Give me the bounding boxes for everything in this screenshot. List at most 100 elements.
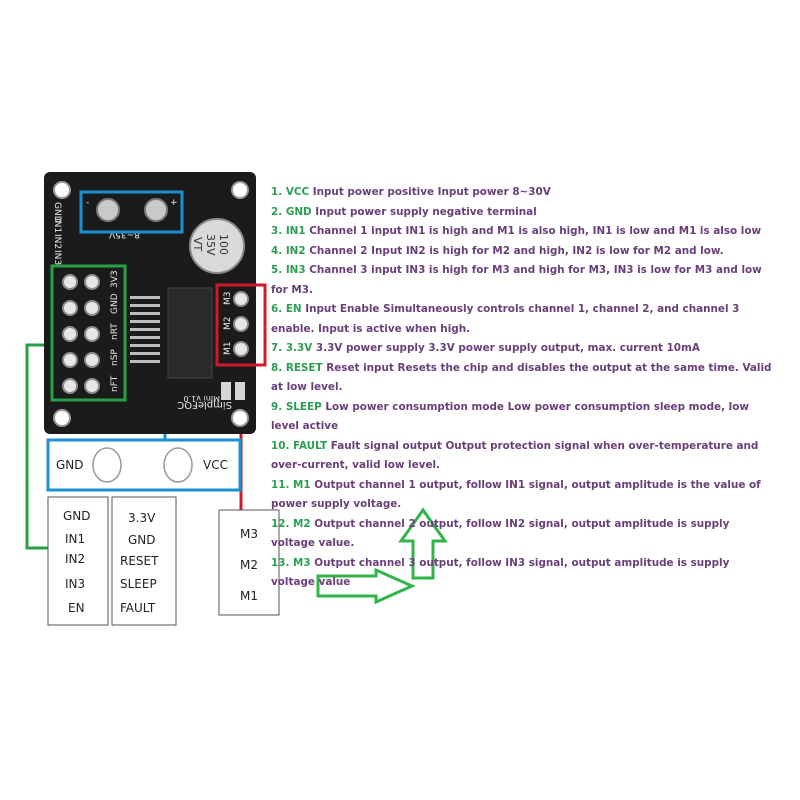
power-pad-vcc <box>144 198 168 222</box>
description-text: Input power positive Input power 8~30V <box>312 186 551 198</box>
power-box-gnd-label: GND <box>56 458 84 472</box>
description-num: 5. <box>271 264 283 276</box>
silk-gnd: GND <box>52 202 62 223</box>
description-num: 13. <box>271 556 290 569</box>
silk-in3: IN3 <box>52 250 62 265</box>
left-pin-box <box>47 496 109 626</box>
left-pin-en: EN <box>68 601 85 615</box>
left-pin-in3: IN3 <box>65 577 85 591</box>
silk-in1: IN1 <box>52 218 62 233</box>
description-num: 2. <box>271 205 283 218</box>
smd-part-1 <box>221 382 231 400</box>
description-num: 3. <box>271 225 283 237</box>
description-item: 7. 3.3V 3.3V power supply 3.3V power sup… <box>271 339 776 359</box>
description-text: Channel 3 input IN3 is high for M3 and h… <box>271 264 762 296</box>
left-pin-in1: IN1 <box>65 532 85 546</box>
voltage-silk: 8~35V <box>108 229 140 239</box>
description-num: 8. <box>271 361 283 374</box>
mount-hole-bottom-right <box>231 409 249 427</box>
description-num: 9. <box>271 400 283 413</box>
description-text: Output channel 1 output, follow IN1 sign… <box>271 478 761 511</box>
description-name: IN1 <box>285 225 306 237</box>
description-item: 11. M1 Output channel 1 output, follow I… <box>271 476 776 515</box>
description-item: 5. IN3 Channel 3 input IN3 is high for M… <box>271 261 776 300</box>
capacitor-label-3: VT <box>191 237 204 252</box>
description-name: RESET <box>285 361 323 374</box>
arrow-up <box>398 507 448 580</box>
mount-hole-top-left <box>53 181 71 199</box>
description-text: Reset input Resets the chip and disables… <box>271 361 772 394</box>
description-item: 10. FAULT Fault signal output Output pro… <box>271 437 776 476</box>
description-text: Input Enable Simultaneously controls cha… <box>271 303 740 335</box>
silk-m3: M3 <box>223 292 233 306</box>
left-pin-in2: IN2 <box>65 552 85 566</box>
description-num: 10. <box>271 439 290 452</box>
chip-pins <box>130 296 160 363</box>
arrow-right <box>316 567 416 605</box>
silk-nrt: nRT <box>110 323 120 340</box>
description-name: M2 <box>293 517 311 530</box>
highlight-motor-pads <box>215 283 267 367</box>
pin-description-list: 1. VCC Input power positive Input power … <box>271 183 776 593</box>
mount-hole-top-right <box>231 181 249 199</box>
description-name: M3 <box>293 556 311 569</box>
power-box-frame <box>46 438 242 492</box>
description-num: 7. <box>271 342 283 354</box>
description-name: IN3 <box>285 264 306 276</box>
power-silk-minus: - <box>86 198 89 208</box>
silk-gnd-header: GND <box>110 293 120 314</box>
motor-pin-m1: M1 <box>240 589 258 603</box>
middle-pin-3v3: 3.3V <box>128 511 156 525</box>
middle-pin-gnd: GND <box>128 533 156 547</box>
description-name: SLEEP <box>285 400 322 413</box>
middle-pin-reset: RESET <box>120 554 159 568</box>
motor-pin-box <box>218 509 280 616</box>
description-item: 1. VCC Input power positive Input power … <box>271 183 776 203</box>
description-text: Output channel 3 output, follow IN3 sign… <box>271 556 730 589</box>
description-item: 2. GND Input power supply negative termi… <box>271 203 776 223</box>
description-item: 12. M2 Output channel 2 output, follow I… <box>271 515 776 554</box>
power-pad-gnd <box>96 198 120 222</box>
middle-pin-fault: FAULT <box>120 601 156 615</box>
description-name: GND <box>285 205 312 218</box>
highlight-header-pins <box>50 264 127 402</box>
description-item: 4. IN2 Channel 2 Input IN2 is high for M… <box>271 242 776 262</box>
description-text: Output channel 2 output, follow IN2 sign… <box>271 517 730 550</box>
left-pin-gnd: GND <box>63 509 91 523</box>
description-text: Channel 1 input IN1 is high and M1 is al… <box>309 225 762 237</box>
description-item: 6. EN Input Enable Simultaneously contro… <box>271 300 776 339</box>
description-item: 8. RESET Reset input Resets the chip and… <box>271 359 776 398</box>
middle-pin-box <box>111 496 177 626</box>
motor-pin-m3: M3 <box>240 527 258 541</box>
header-pins <box>62 274 100 394</box>
power-box-vcc-hole <box>163 447 193 483</box>
description-num: 11. <box>271 478 290 491</box>
silk-m2: M2 <box>223 317 233 331</box>
silk-nft: nFT <box>110 375 120 392</box>
description-text: 3.3V power supply 3.3V power supply outp… <box>315 342 700 354</box>
driver-chip <box>167 287 213 379</box>
description-name: EN <box>285 303 302 315</box>
green-connector-line <box>25 343 52 550</box>
description-num: 1. <box>271 186 283 198</box>
power-box: GND VCC <box>46 438 242 492</box>
capacitor <box>189 218 245 274</box>
description-num: 12. <box>271 517 290 530</box>
silk-in2: IN2 <box>52 234 62 249</box>
description-text: Channel 2 Input IN2 is high for M2 and h… <box>309 244 724 257</box>
capacitor-label-1: 100 <box>217 234 230 255</box>
power-box-vcc-label: VCC <box>203 458 228 472</box>
description-name: VCC <box>285 186 310 198</box>
description-num: 6. <box>271 303 283 315</box>
description-name: M1 <box>293 478 311 491</box>
description-name: IN2 <box>285 244 306 257</box>
smd-part-2 <box>235 382 245 400</box>
motor-pin-m2: M2 <box>240 558 258 572</box>
mount-hole-bottom-left <box>53 409 71 427</box>
middle-pin-sleep: SLEEP <box>120 577 157 591</box>
motor-pads <box>233 291 249 357</box>
highlight-power-terminals <box>79 190 184 234</box>
silk-3v3: 3V3 <box>110 270 120 288</box>
description-num: 4. <box>271 244 283 257</box>
